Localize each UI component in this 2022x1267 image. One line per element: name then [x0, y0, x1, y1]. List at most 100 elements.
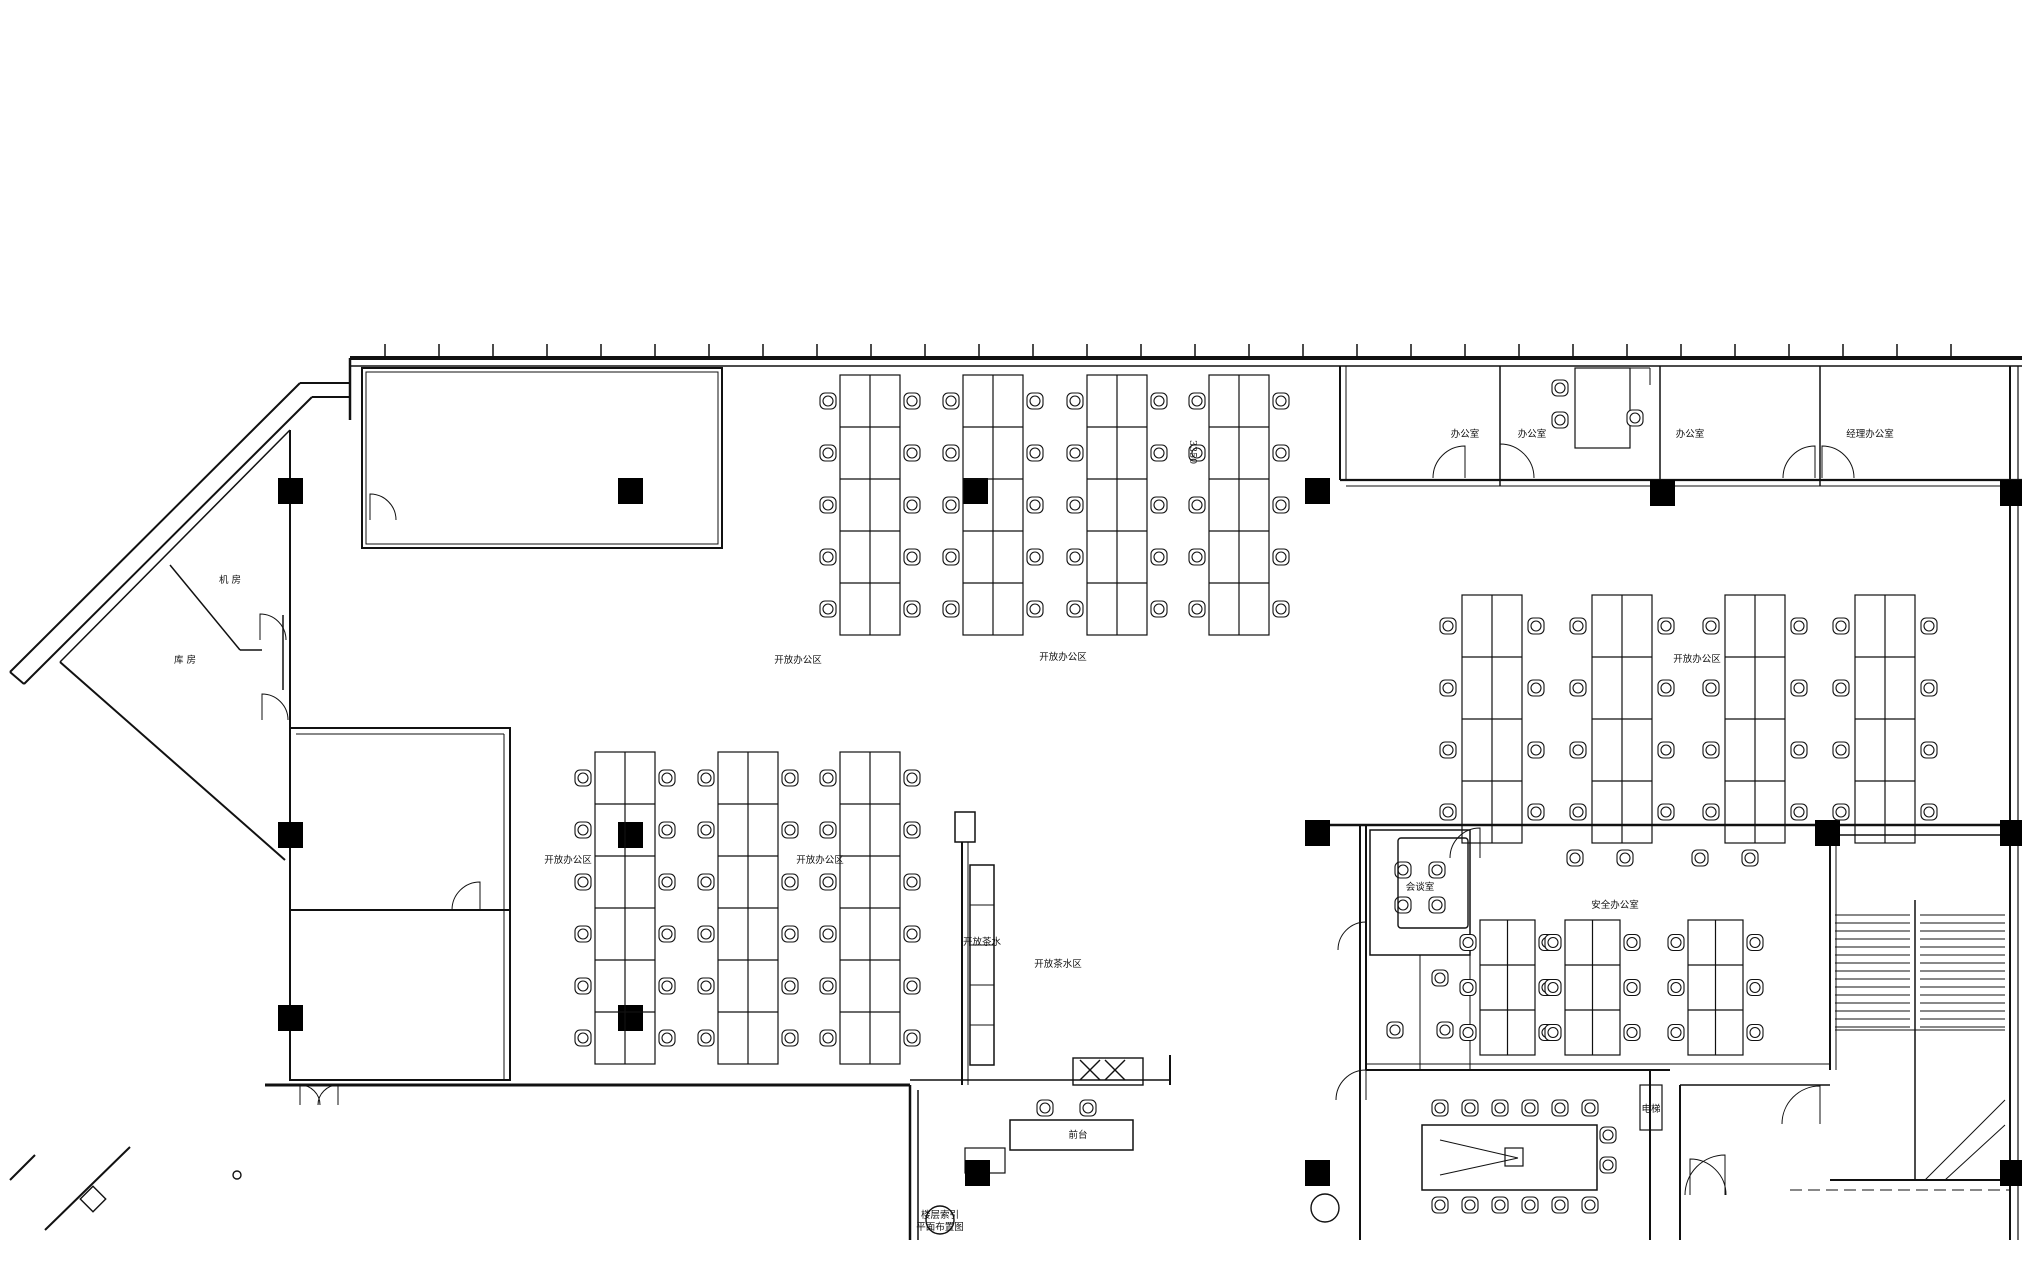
chair-cushion — [577, 772, 589, 784]
chair-cushion — [1660, 682, 1672, 694]
chair-cushion — [1749, 1026, 1761, 1039]
chair-cushion — [945, 447, 957, 459]
office-chair — [819, 392, 837, 410]
office-chair — [1066, 392, 1084, 410]
label-dimension: 3350 — [1187, 440, 1198, 464]
office-chair — [781, 821, 799, 839]
chair-cushion — [1572, 620, 1584, 632]
office-chair — [1439, 679, 1457, 697]
chair-cushion — [1793, 744, 1805, 756]
chair-cushion — [1569, 852, 1581, 864]
office-chair — [903, 873, 921, 891]
office-chair — [781, 925, 799, 943]
chair-cushion — [945, 551, 957, 563]
office-chair — [1150, 496, 1168, 514]
office-chair — [1431, 1196, 1449, 1214]
office-chair — [781, 977, 799, 995]
office-chair — [1623, 1023, 1641, 1042]
chair-cushion — [906, 395, 918, 407]
chair-cushion — [1923, 620, 1935, 632]
office-chair — [574, 821, 592, 839]
label-open-office-5: 开放办公区 — [1673, 653, 1721, 665]
office-chair — [942, 548, 960, 566]
chair-cushion — [1153, 603, 1165, 615]
office-chair — [1702, 741, 1720, 759]
office-chair — [903, 548, 921, 566]
office-chair — [1599, 1156, 1617, 1174]
chair-cushion — [945, 603, 957, 615]
chair-cushion — [700, 772, 712, 784]
structural-column — [2000, 820, 2022, 846]
chair-cushion — [784, 772, 796, 784]
office-chair — [574, 977, 592, 995]
chair-cushion — [1749, 936, 1761, 949]
chair-cushion — [1923, 744, 1935, 756]
structural-column — [278, 1005, 303, 1031]
office-chair — [1832, 679, 1850, 697]
chair-cushion — [906, 499, 918, 511]
chair-cushion — [1660, 620, 1672, 632]
chair-cushion — [1464, 1199, 1476, 1211]
office-chair — [1741, 849, 1759, 867]
office-chair — [1920, 803, 1938, 821]
chair-cushion — [1835, 744, 1847, 756]
office-chair — [1428, 861, 1446, 879]
structural-column — [1305, 820, 1330, 846]
label-open-office-2: 开放办公区 — [1039, 651, 1087, 663]
office-chair — [1459, 978, 1477, 997]
chair-cushion — [577, 876, 589, 888]
chair-cushion — [1431, 899, 1443, 911]
office-chair — [1599, 1126, 1617, 1144]
walls — [9, 356, 2022, 1240]
office-chair — [1459, 933, 1477, 952]
chair-cushion — [1275, 395, 1287, 407]
office-chair — [819, 769, 837, 787]
office-chair — [658, 769, 676, 787]
chair-cushion — [784, 824, 796, 836]
office-chair — [819, 925, 837, 943]
office-chair — [1657, 679, 1675, 697]
chair-cushion — [822, 876, 834, 888]
chair-cushion — [1442, 744, 1454, 756]
office-chair — [1569, 679, 1587, 697]
chair-cushion — [700, 824, 712, 836]
office-chair — [903, 925, 921, 943]
office-chair — [1746, 1023, 1764, 1042]
office-chair — [1188, 392, 1206, 410]
chair-cushion — [1626, 936, 1638, 949]
chair-cushion — [822, 1032, 834, 1044]
office-chair — [903, 821, 921, 839]
office-chair — [942, 496, 960, 514]
chair-cushion — [1626, 981, 1638, 994]
office-chair — [1439, 803, 1457, 821]
chair-cushion — [1530, 744, 1542, 756]
office-chair — [1702, 679, 1720, 697]
workstation-clusters — [594, 374, 1916, 1065]
office-chair — [1832, 803, 1850, 821]
chair-cushion — [906, 447, 918, 459]
chair-cushion — [1584, 1199, 1596, 1211]
structural-column — [965, 1160, 990, 1186]
door-swing — [299, 1084, 321, 1106]
chair-cushion — [822, 824, 834, 836]
office-chair — [1272, 444, 1290, 462]
label-tea-cabinet: 开放茶水 — [963, 936, 1002, 948]
structural-column — [1650, 480, 1675, 506]
office-chair — [1551, 1099, 1569, 1117]
chair-cushion — [822, 499, 834, 511]
door-swing — [1335, 1069, 1367, 1101]
staircase-treads — [1835, 914, 2006, 1181]
office-chair — [1188, 496, 1206, 514]
office-chair — [1150, 600, 1168, 618]
chair-cushion — [1153, 395, 1165, 407]
office-chair — [1581, 1099, 1599, 1117]
chair-cushion — [1660, 744, 1672, 756]
office-chair — [658, 925, 676, 943]
office-chair — [1544, 1023, 1562, 1042]
chair-cushion — [1835, 806, 1847, 818]
chair-cushion — [1494, 1102, 1506, 1114]
office-chair — [903, 392, 921, 410]
office-chair — [1188, 548, 1206, 566]
office-chair — [903, 600, 921, 618]
office-chair — [1066, 496, 1084, 514]
